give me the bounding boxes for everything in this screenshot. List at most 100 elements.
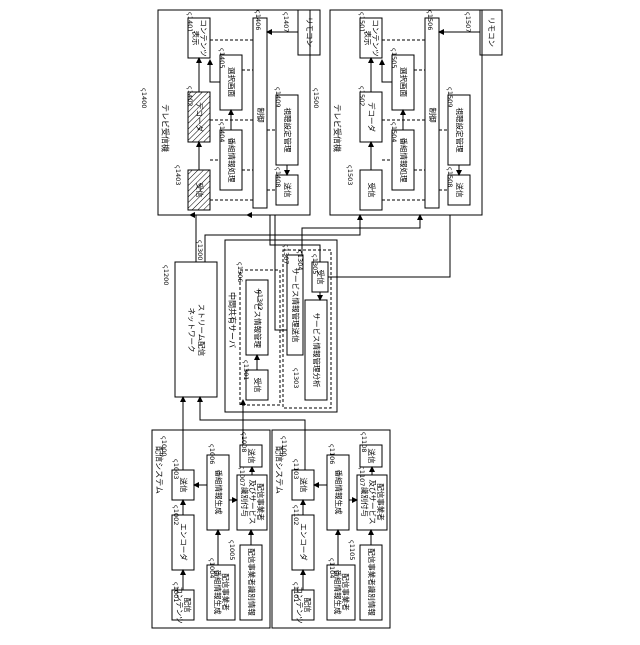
server-analysis-label: サービス情報管理分析 (312, 313, 322, 388)
u1500-viewset-ref: ς1509 (446, 87, 454, 107)
svg-text:ς1100: ς1100 (280, 436, 288, 456)
svg-text:選択画面: 選択画面 (399, 67, 409, 97)
svg-text:デコーダ: デコーダ (195, 102, 205, 132)
svg-text:リモコン: リモコン (305, 17, 314, 47)
connector (247, 215, 287, 330)
svg-text:ς1408: ς1408 (274, 167, 282, 187)
svg-text:制御: 制御 (256, 108, 266, 123)
svg-text:ς1300: ς1300 (196, 240, 204, 260)
svg-text:ς1401: ς1401 (186, 12, 194, 32)
u1000-provid-ref: ς1005 (228, 540, 236, 560)
svg-text:配信事業者識別情報: 配信事業者識別情報 (247, 548, 257, 616)
u1100-provid-ref: ς1105 (348, 540, 356, 560)
svg-text:ς1002: ς1002 (172, 505, 180, 525)
u1400-title: テレビ受信機 (161, 104, 171, 152)
connector (328, 215, 450, 277)
u1000-encoder-ref: ς1002 (172, 505, 180, 525)
svg-text:ς1005: ς1005 (228, 540, 236, 560)
shared-server-ref: ς1300 (196, 240, 204, 260)
svg-text:ς1400: ς1400 (140, 88, 148, 108)
svg-text:リモコン: リモコン (487, 17, 496, 47)
u1400-select-ref: ς1405 (218, 48, 226, 68)
u1500-decoder-label: デコーダ (367, 102, 377, 132)
svg-text:ς1007: ς1007 (238, 466, 246, 486)
svg-text:ς1305: ς1305 (311, 254, 319, 274)
svg-text:送信: 送信 (299, 478, 309, 493)
u1400-select-label: 選択画面 (227, 67, 237, 97)
svg-text:配信事業者識別情報: 配信事業者識別情報 (367, 548, 377, 616)
svg-text:表示: 表示 (363, 31, 373, 46)
server-receive-ref: ς1301 (242, 360, 250, 380)
svg-text:送信: 送信 (455, 183, 465, 198)
svg-text:中間共有サーバ: 中間共有サーバ (228, 292, 238, 348)
svg-text:送信: 送信 (283, 183, 293, 198)
svg-text:番組情報生成: 番組情報生成 (334, 470, 344, 515)
svg-text:テレビ受信機: テレビ受信機 (333, 104, 343, 152)
u1000-encoder-label: エンコーダ (179, 523, 189, 561)
svg-text:ς1409: ς1409 (274, 87, 282, 107)
u1500-select-ref: ς1505 (390, 48, 398, 68)
u1400-viewset-ref: ς1409 (274, 87, 282, 107)
u1400-ref: ς1400 (140, 88, 148, 108)
svg-text:ς1101: ς1101 (292, 582, 300, 602)
u1400-control-label: 制御 (256, 108, 266, 123)
u1400-control-ref: ς1406 (254, 10, 262, 30)
svg-text:デコーダ: デコーダ (367, 102, 377, 132)
server-send-ref: ς1304 (296, 250, 304, 270)
svg-text:ς1403: ς1403 (174, 165, 182, 185)
stream-network-ref: ς1200 (162, 265, 170, 285)
svg-text:ς1505: ς1505 (390, 48, 398, 68)
svg-text:受信: 受信 (367, 183, 377, 198)
u1400-receive-label: 受信 (195, 183, 205, 198)
svg-text:送信: 送信 (179, 478, 189, 493)
u1100-ref: ς1100 (280, 436, 288, 456)
svg-text:ς1508: ς1508 (446, 167, 454, 187)
u1000-send2-ref: ς1008 (240, 432, 248, 452)
u1400-viewset-label: 視聴設定管理 (283, 108, 293, 153)
svg-text:ς1304: ς1304 (296, 250, 304, 270)
svg-text:ς1502: ς1502 (358, 86, 366, 106)
u1500-receive-label: 受信 (367, 183, 377, 198)
u1100-progen-ref: ς1106 (328, 444, 336, 464)
u1500-proginfo-label: 番組情報処理 (399, 138, 409, 183)
svg-text:視聴設定管理: 視聴設定管理 (283, 108, 293, 153)
svg-text:番組情報生成: 番組情報生成 (214, 470, 224, 515)
server-receive2-ref: ς1305 (311, 254, 319, 274)
svg-text:ς1307: ς1307 (282, 244, 290, 264)
svg-text:ς1104: ς1104 (328, 558, 336, 578)
u1100-content-ref: ς1101 (292, 582, 300, 602)
u1000-ref: ς1000 (160, 436, 168, 456)
svg-text:ς1402: ς1402 (186, 86, 194, 106)
u1400-display-ref: ς1401 (186, 12, 194, 32)
u1500-remote-ref: ς1507 (464, 12, 472, 32)
svg-text:ς1107: ς1107 (358, 466, 366, 486)
u1400-proginfo-ref: ς1404 (218, 122, 226, 142)
u1100-assign-ref: ς1107 (358, 466, 366, 486)
u1500-send-ref: ς1508 (446, 167, 454, 187)
svg-text:受信: 受信 (253, 378, 263, 393)
u1400-send-ref: ς1408 (274, 167, 282, 187)
u1100-provinfo-ref: ς1104 (328, 558, 336, 578)
svg-text:ς1507: ς1507 (464, 12, 472, 32)
server-analysis-ref: ς1303 (292, 368, 300, 388)
shared-server-title: 中間共有サーバ (228, 292, 238, 348)
svg-text:ς1108: ς1108 (360, 432, 368, 452)
u1500-ref: ς1500 (312, 88, 320, 108)
u1100-encoder-ref: ς1102 (292, 505, 300, 525)
svg-text:ς1407: ς1407 (282, 12, 290, 32)
svg-text:番組情報処理: 番組情報処理 (227, 138, 237, 183)
svg-text:ストリーム配信: ストリーム配信 (197, 304, 207, 357)
svg-text:ς1008: ς1008 (240, 432, 248, 452)
server-receive-label: 受信 (253, 378, 263, 393)
shared-server-1307-ref: ς1307 (282, 244, 290, 264)
u1500-title: テレビ受信機 (333, 104, 343, 152)
svg-text:テレビ受信機: テレビ受信機 (161, 104, 171, 152)
u1500-remote-label: リモコン (487, 17, 496, 47)
svg-text:ς1003: ς1003 (172, 459, 180, 479)
u1500-select-label: 選択画面 (399, 67, 409, 97)
u1500-control-label: 制御 (428, 108, 438, 123)
u1500-proginfo-ref: ς1504 (390, 122, 398, 142)
u1100-send1-ref: ς1103 (292, 459, 300, 479)
svg-text:ς1001: ς1001 (172, 582, 180, 602)
